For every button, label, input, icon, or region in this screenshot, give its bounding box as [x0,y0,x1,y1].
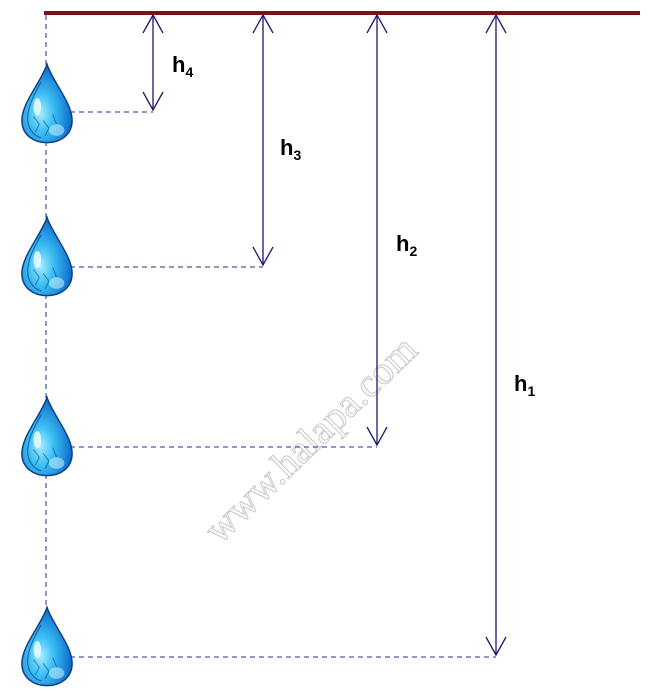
water-drop-icon [21,216,73,297]
h4-arrow [142,13,164,112]
water-drop-icon [21,396,73,477]
water-drop-icon [21,63,73,144]
label-h1: h1 [514,371,535,399]
water-drop-icon [21,606,73,687]
label-h2: h2 [396,231,417,259]
label-h3: h3 [280,135,301,163]
label-h4: h4 [172,52,193,80]
h1-arrow [485,13,507,657]
h3-arrow [252,13,274,267]
h2-arrow [366,13,388,447]
watermark-text: www.halapa.com [195,326,426,551]
